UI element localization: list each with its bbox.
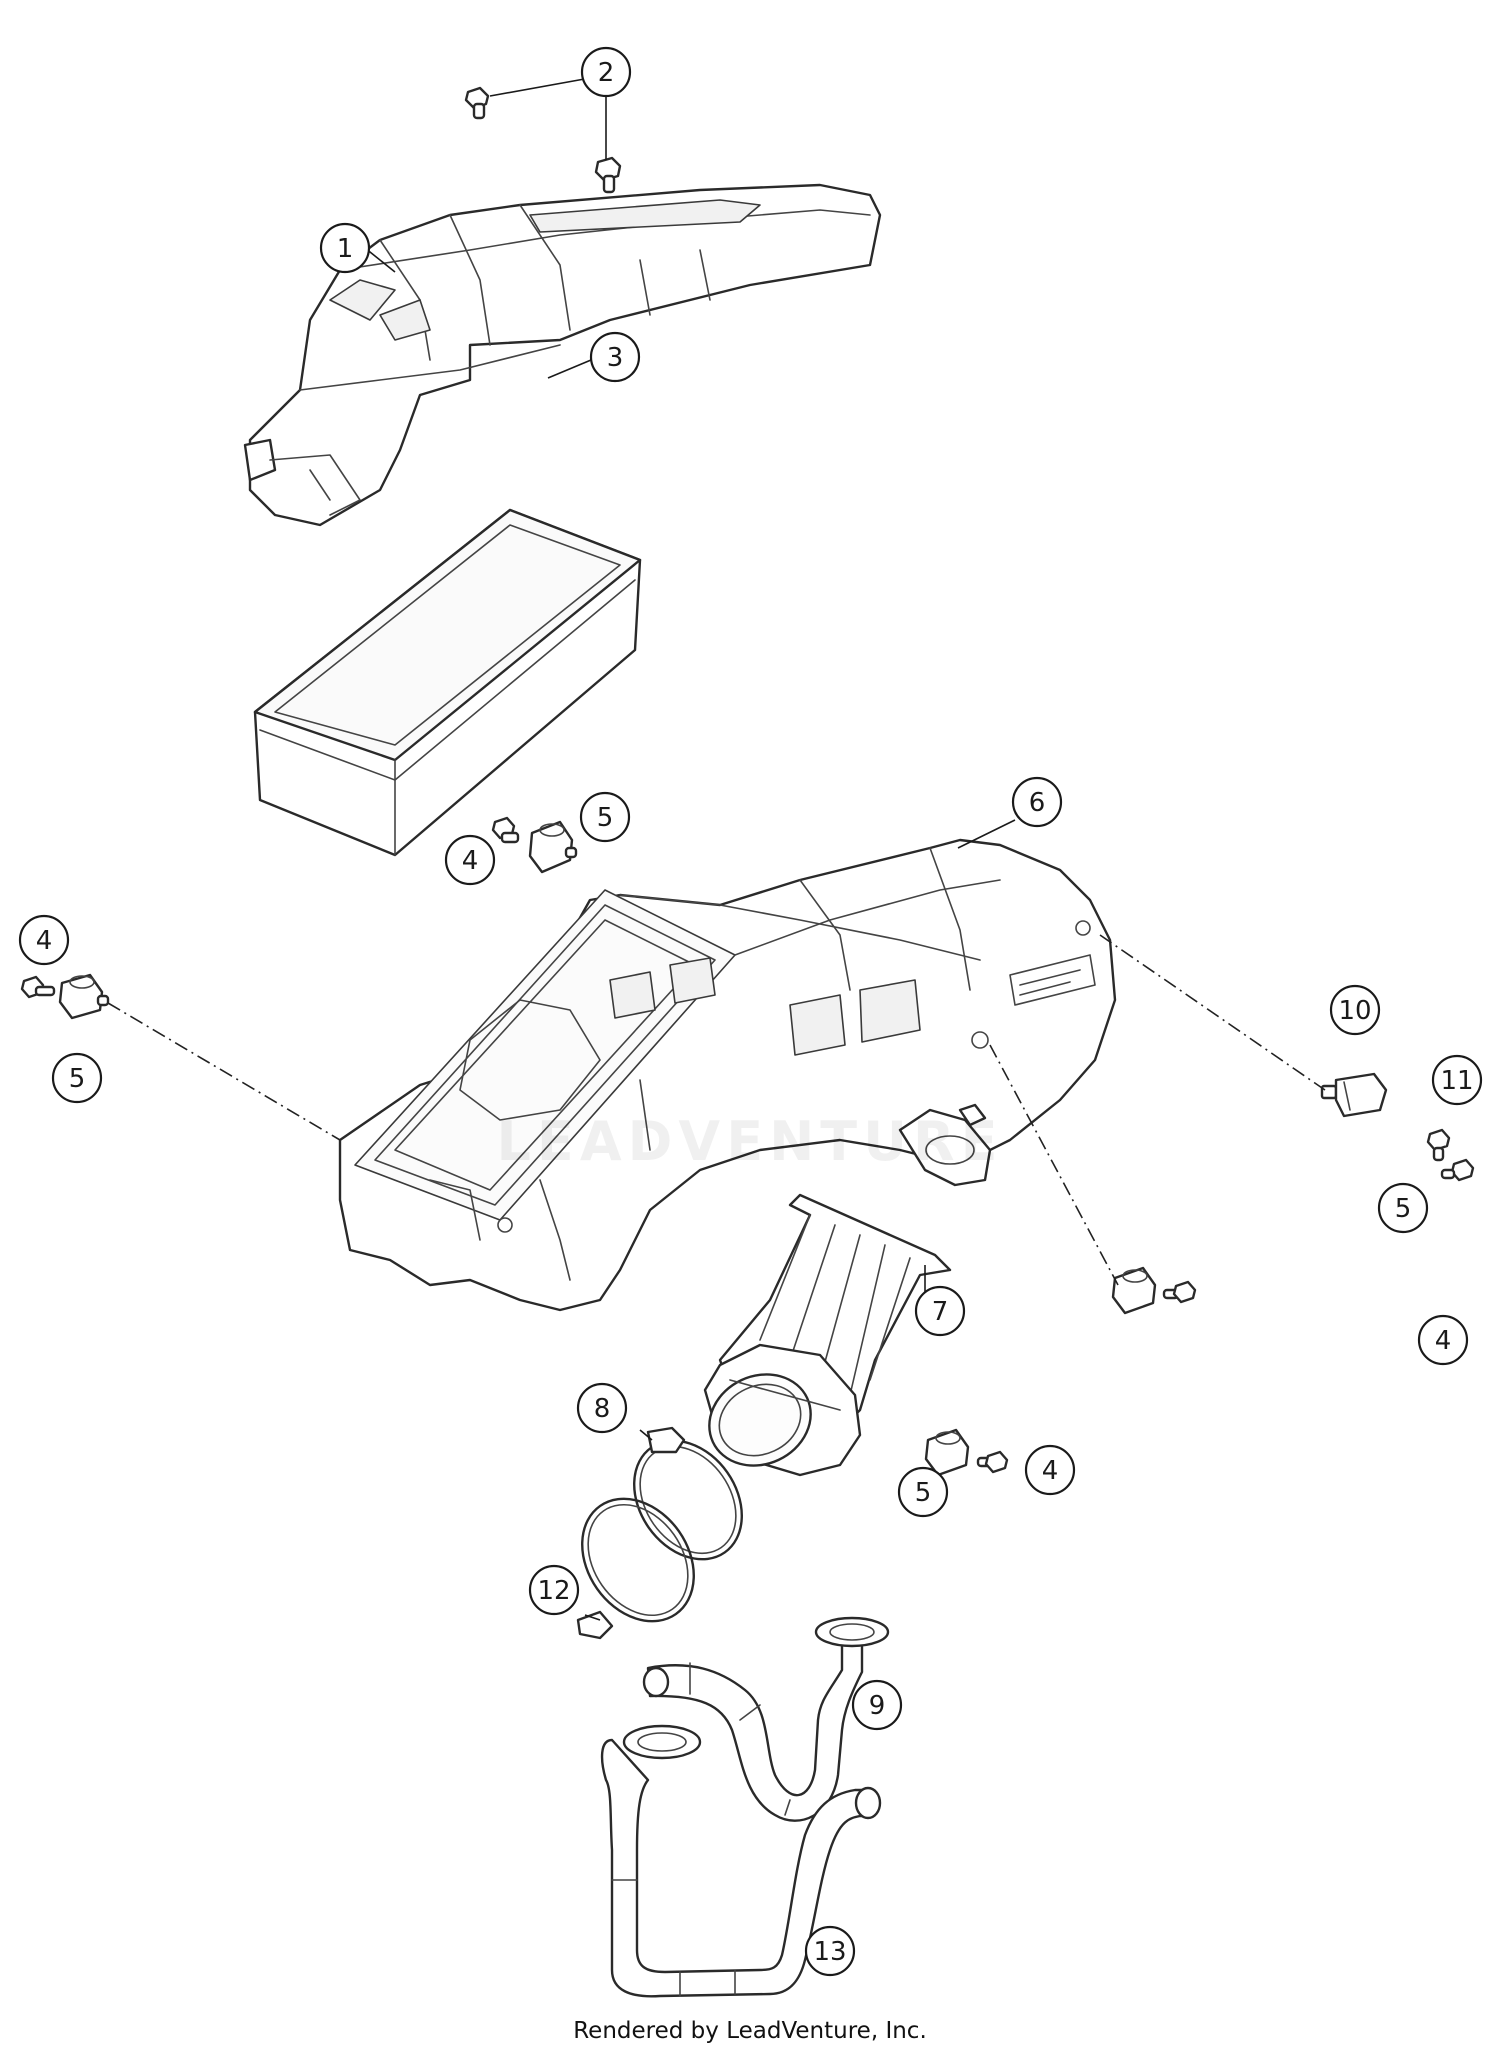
part-4-screw-upper[interactable] [491, 816, 520, 844]
callout-label: 4 [1042, 1456, 1059, 1486]
callout-12: 12 [528, 1564, 580, 1616]
callout-label: 6 [1029, 788, 1046, 818]
callout-label: 5 [597, 803, 614, 833]
callout-5-upper: 5 [579, 791, 631, 843]
callout-7: 7 [914, 1285, 966, 1337]
callout-5-right: 5 [1377, 1182, 1429, 1234]
callout-label: 7 [932, 1297, 949, 1327]
part-13-drain-hose[interactable] [600, 1724, 882, 1998]
callout-label: 3 [607, 343, 624, 373]
callout-13: 13 [804, 1925, 856, 1977]
callout-4-lower: 4 [1024, 1444, 1076, 1496]
callout-label: 5 [915, 1478, 932, 1508]
part-5-bushing-right[interactable] [1111, 1266, 1157, 1315]
callout-label: 9 [869, 1691, 886, 1721]
part-12-hose-clamp[interactable] [559, 1477, 717, 1642]
part-8-hose-clamp[interactable] [612, 1420, 764, 1580]
part-7-intake-boot[interactable] [694, 1193, 952, 1482]
part-9-drain-hose[interactable] [642, 1616, 890, 1822]
part-4-screw-right[interactable] [1162, 1280, 1197, 1304]
part-3-air-filter[interactable] [253, 508, 642, 857]
callout-label: 10 [1338, 996, 1371, 1026]
callout-label: 5 [1395, 1194, 1412, 1224]
callout-label: 11 [1440, 1066, 1473, 1096]
part-5-bushing-lower[interactable] [924, 1428, 970, 1477]
callout-5-lower: 5 [897, 1466, 949, 1518]
callout-label: 13 [813, 1937, 846, 1967]
callout-3: 3 [589, 331, 641, 383]
callout-11: 11 [1431, 1054, 1483, 1106]
callout-label: 5 [69, 1064, 86, 1094]
part-4-screw-lower[interactable] [976, 1450, 1009, 1474]
callout-4-right: 4 [1417, 1314, 1469, 1366]
callout-label: 2 [598, 58, 615, 88]
part-10-sensor[interactable] [1320, 1072, 1388, 1118]
dashed-assembly-lines [107, 934, 1326, 1286]
footer-credit: Rendered by LeadVenture, Inc. [573, 2018, 927, 2044]
part-2-screws[interactable] [464, 86, 622, 194]
part-5-bushing-left[interactable] [58, 973, 110, 1020]
callout-5-left: 5 [51, 1052, 103, 1104]
callout-2: 2 [580, 46, 632, 98]
callout-label: 4 [36, 926, 53, 956]
callout-10: 10 [1329, 984, 1381, 1036]
part-6-air-box[interactable] [338, 838, 1117, 1312]
part-11-screws[interactable] [1426, 1128, 1475, 1182]
callout-1: 1 [319, 222, 371, 274]
callout-6: 6 [1011, 776, 1063, 828]
callout-label: 4 [462, 846, 479, 876]
callout-4-upper: 4 [444, 834, 496, 886]
callout-8: 8 [576, 1382, 628, 1434]
callout-label: 4 [1435, 1326, 1452, 1356]
part-1-air-filter-cover[interactable] [243, 183, 882, 527]
callout-label: 8 [594, 1394, 611, 1424]
callout-label: 1 [337, 234, 354, 264]
callout-9: 9 [851, 1679, 903, 1731]
part-4-screw-left[interactable] [20, 975, 56, 999]
part-5-bushing-upper[interactable] [528, 820, 578, 874]
callout-4-left: 4 [18, 914, 70, 966]
callout-label: 12 [537, 1576, 570, 1606]
